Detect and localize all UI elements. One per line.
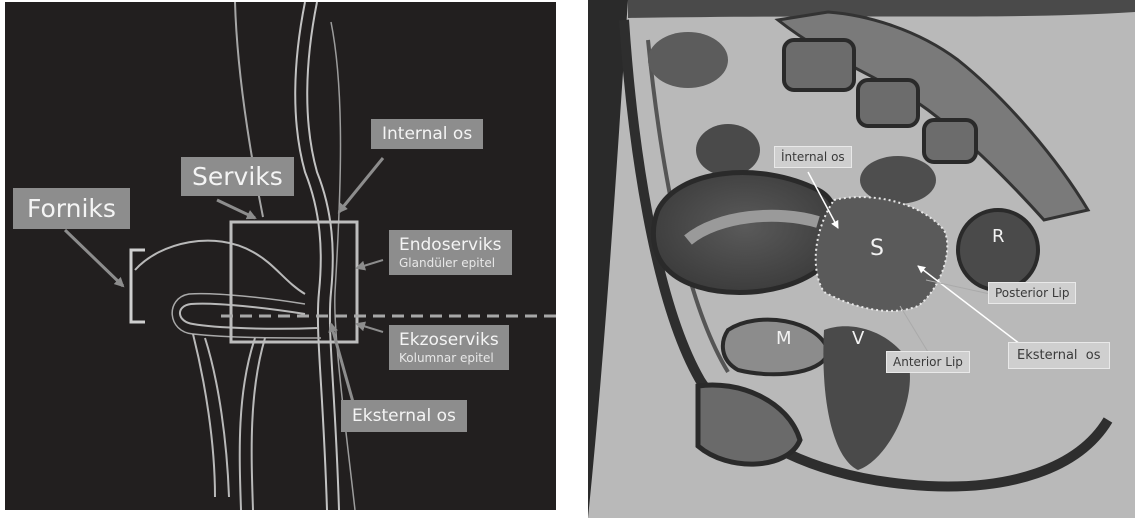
- mri-vertebra-3: [924, 120, 976, 162]
- mri-letter-s-text: S: [870, 236, 884, 261]
- eksternal-os-label-text: Eksternal os: [352, 406, 456, 426]
- ekzoserviks-label: Ekzoserviks Kolumnar epitel: [389, 325, 509, 370]
- forniks-label: Forniks: [13, 188, 130, 229]
- eksternal-os-label: Eksternal os: [341, 400, 467, 432]
- mri-image: [588, 0, 1135, 518]
- endoserviks-arrow: [357, 260, 383, 268]
- ekzoserviks-label-text: Ekzoserviks: [399, 330, 499, 350]
- mri-internal-os-label: İnternal os: [774, 146, 852, 168]
- forniks-arrow: [65, 230, 123, 286]
- mri-letter-m: M: [776, 328, 792, 349]
- mri-bowel-2: [696, 124, 760, 176]
- mri-letter-m-text: M: [776, 328, 792, 349]
- endoserviks-sublabel-text: Glandüler epitel: [399, 256, 502, 270]
- mri-eksternal-os-label: Eksternal os: [1008, 342, 1110, 369]
- vaginal-wall-lower-4: [252, 338, 265, 510]
- mri-vertebra-1: [784, 40, 854, 90]
- ekzoserviks-sublabel-text: Kolumnar epitel: [399, 351, 499, 365]
- cervical-canal-outer: [295, 2, 327, 510]
- mri-uterus-body: [653, 173, 837, 293]
- forniks-bracket: [131, 250, 145, 322]
- serviks-arrow: [217, 200, 255, 218]
- mri-internal-os-text: İnternal os: [781, 150, 845, 164]
- internal-os-arrow: [339, 158, 383, 212]
- mri-posterior-lip-label: Posterior Lip: [988, 282, 1076, 304]
- mri-bowel-1: [648, 32, 728, 88]
- ekzoserviks-arrow: [357, 324, 383, 332]
- mri-vertebra-2: [858, 80, 918, 126]
- anterior-vaginal-wall: [135, 241, 305, 294]
- serviks-label: Serviks: [181, 157, 294, 196]
- serviks-label-text: Serviks: [192, 162, 283, 191]
- internal-os-label: Internal os: [371, 119, 483, 149]
- mri-rectum: [958, 210, 1038, 290]
- mri-bowel-3: [860, 156, 936, 204]
- mri-anterior-lip-text: Anterior Lip: [893, 355, 963, 369]
- mri-letter-r-text: R: [992, 226, 1005, 247]
- mri-letter-v: V: [852, 328, 864, 349]
- mri-posterior-lip-text: Posterior Lip: [995, 286, 1069, 300]
- mri-panel: İnternal os S R M V Posterior Lip Anteri…: [588, 0, 1135, 518]
- internal-os-label-text: Internal os: [382, 124, 472, 144]
- endoserviks-label: Endoserviks Glandüler epitel: [389, 230, 512, 275]
- mri-anterior-lip-label: Anterior Lip: [886, 351, 970, 373]
- cervix-outline-right: [331, 22, 355, 510]
- forniks-label-text: Forniks: [27, 194, 116, 223]
- endoserviks-label-text: Endoserviks: [399, 235, 502, 255]
- cervix-schematic-panel: Forniks Serviks Internal os Endoserviks …: [5, 2, 556, 510]
- mri-letter-v-text: V: [852, 328, 864, 349]
- mri-letter-r: R: [992, 226, 1005, 247]
- mri-letter-s: S: [870, 236, 884, 261]
- mri-eksternal-os-text: Eksternal os: [1017, 348, 1101, 363]
